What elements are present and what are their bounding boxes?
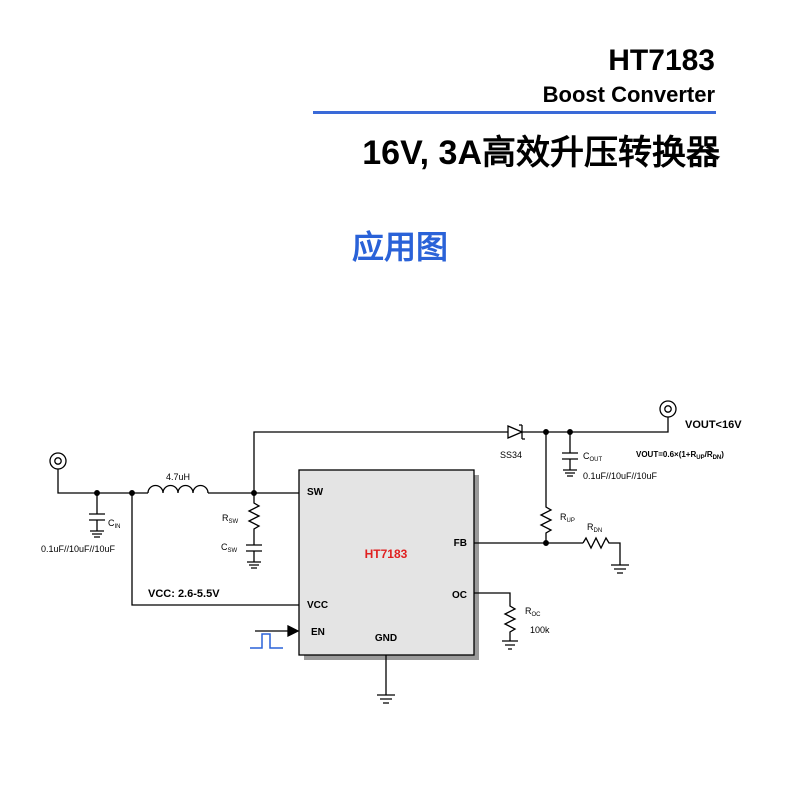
cin-label: CIN [108, 518, 121, 530]
cin-capacitor [89, 493, 105, 538]
vin-rail [57, 469, 148, 494]
section-title: 应用图 [0, 222, 800, 268]
rup-label: RUP [560, 512, 575, 524]
en-pulse-icon [250, 633, 283, 649]
cout-label: COUT [583, 451, 603, 463]
inductor [147, 484, 209, 494]
roc-value: 100k [530, 625, 550, 635]
vin-terminal-inner [54, 457, 62, 465]
vout-terminal-outer [659, 400, 677, 418]
pin-oc: OC [452, 590, 467, 601]
vout-formula: VOUT=0.6×(1+RUP/RDN) [636, 450, 724, 461]
csw-capacitor [246, 544, 262, 569]
roc-resistor [474, 592, 518, 650]
rdn-resistor [582, 536, 629, 574]
pin-vcc: VCC [307, 600, 328, 611]
cout-value: 0.1uF//10uF//10uF [583, 471, 658, 481]
rsw-resistor [247, 493, 261, 545]
pin-en: EN [311, 627, 325, 638]
part-number: HT7183 [608, 44, 715, 77]
rsw-label: RSW [222, 513, 239, 525]
rup-resistor [539, 432, 553, 543]
product-subtitle: Boost Converter [542, 82, 715, 107]
pin-fb: FB [454, 538, 467, 549]
vin-terminal-outer [49, 452, 67, 470]
vout-label: VOUT<16V [685, 419, 742, 431]
csw-label: CSW [221, 542, 238, 554]
pin-gnd: GND [375, 633, 397, 644]
roc-label: ROC [525, 606, 541, 618]
cin-value: 0.1uF//10uF//10uF [41, 544, 116, 554]
section-title-text: 应用图 [351, 228, 448, 266]
gnd-wire [377, 655, 395, 704]
vout-rail [522, 417, 669, 433]
en-arrow [287, 624, 300, 638]
inductor-label: 4.7uH [166, 472, 190, 482]
diode-label: SS34 [500, 450, 522, 460]
header-rule [313, 111, 716, 114]
cout-capacitor [562, 432, 578, 477]
chip-body [298, 469, 475, 656]
pin-sw: SW [307, 487, 324, 498]
vcc-label: VCC: 2.6-5.5V [148, 588, 220, 600]
vcc-wire [131, 493, 299, 606]
vout-terminal-inner [664, 405, 672, 413]
product-title-cn: 16V, 3A高效升压转换器 [362, 134, 720, 172]
chip-name: HT7183 [365, 547, 408, 561]
rdn-label: RDN [587, 522, 602, 534]
node-fb [543, 540, 549, 546]
sw-to-diode-wire [253, 431, 508, 493]
